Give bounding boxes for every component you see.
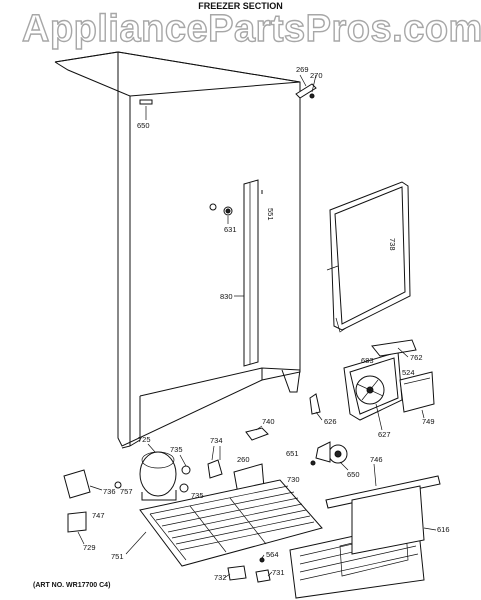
callout-746: 746	[370, 455, 383, 464]
callout-747: 747	[92, 511, 105, 520]
top-hinge	[295, 74, 317, 99]
callout-631: 631	[224, 225, 237, 234]
callout-616: 616	[437, 525, 450, 534]
callout-269: 269	[296, 65, 309, 74]
callout-751: 751	[111, 552, 124, 561]
fan-assembly	[309, 339, 435, 466]
callout-labels: 269 270 650 551 631 738 830 683 762 524 …	[77, 65, 450, 582]
condenser	[67, 479, 323, 567]
callout-734: 734	[210, 436, 223, 445]
callout-735b: 735	[191, 491, 204, 500]
callout-736: 736	[103, 487, 116, 496]
bottom-parts	[227, 557, 271, 583]
callout-740: 740	[262, 417, 275, 426]
callout-564: 564	[266, 550, 279, 559]
callout-732: 732	[214, 573, 227, 582]
watermark: AppliancePartsPros.com	[21, 7, 481, 50]
callout-725: 725	[138, 435, 151, 444]
callout-270: 270	[310, 71, 323, 80]
callout-762: 762	[410, 353, 423, 362]
callout-651: 651	[286, 449, 299, 458]
callout-731: 731	[272, 568, 285, 577]
bracket-740	[245, 427, 269, 441]
callout-738: 738	[388, 238, 397, 251]
callout-650b: 650	[347, 470, 360, 479]
art-number: (ART NO. WR17700 C4)	[33, 582, 111, 589]
callout-683: 683	[361, 356, 374, 365]
callout-551: 551	[266, 208, 275, 221]
compressor	[63, 451, 265, 501]
callout-729: 729	[83, 543, 96, 552]
callout-627: 627	[378, 430, 391, 439]
callout-730: 730	[287, 475, 300, 484]
callout-757: 757	[120, 487, 133, 496]
back-panel	[289, 485, 425, 599]
callout-749: 749	[422, 417, 435, 426]
callout-735a: 735	[170, 445, 183, 454]
callout-830: 830	[220, 292, 233, 301]
diagram-title: FREEZER SECTION	[198, 1, 283, 11]
callout-260: 260	[237, 455, 250, 464]
door-gasket	[326, 181, 411, 333]
callout-650a: 650	[137, 121, 150, 130]
cabinet	[54, 51, 301, 449]
callout-524: 524	[402, 368, 415, 377]
callout-626: 626	[324, 417, 337, 426]
